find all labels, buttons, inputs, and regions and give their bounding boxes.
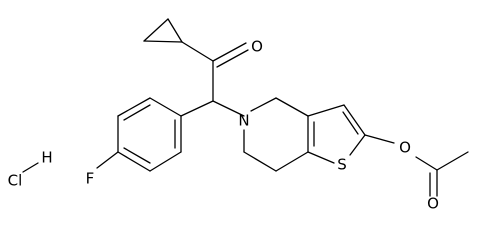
bond (181, 41, 214, 62)
bond (117, 151, 151, 172)
atom-sulfur: S (337, 156, 347, 174)
bond (243, 151, 277, 172)
bond (149, 97, 182, 117)
bond (212, 100, 245, 117)
bond (22, 162, 39, 173)
acetyl-double-bond (429, 169, 438, 197)
atom-chlorine: Cl (8, 172, 23, 190)
bond (342, 111, 359, 135)
atom-nitrogen: N (238, 112, 249, 130)
thiophene-ring (307, 104, 366, 164)
molecule-svg: O N S O O F Cl H (8, 18, 469, 213)
bond (250, 97, 277, 112)
cyclopropyl-ring (143, 18, 183, 43)
atom-hydrogen: H (41, 149, 52, 167)
tetrahydropyridine-ring (243, 97, 309, 172)
bond (149, 151, 182, 172)
bond (167, 18, 183, 43)
bond (143, 18, 169, 42)
bond (343, 104, 366, 136)
bond (117, 97, 151, 117)
bond (275, 97, 309, 117)
fluorophenyl-ring (117, 97, 182, 172)
bond (364, 134, 395, 144)
bond (212, 42, 247, 62)
carbonyl-double-bond (212, 42, 249, 68)
bond (123, 104, 151, 121)
bond (415, 156, 438, 171)
bond (180, 100, 214, 117)
structure-diagram: O N S O O F Cl H (8, 18, 469, 213)
bond (275, 151, 309, 172)
bond (436, 151, 469, 171)
atom-oxygen-carbonyl: O (251, 38, 263, 56)
bond (96, 151, 119, 169)
bond (143, 40, 183, 43)
atom-fluorine: F (86, 170, 95, 188)
bond (349, 134, 366, 156)
atom-oxygen-acetyl: O (427, 195, 439, 213)
bond (307, 151, 335, 164)
atom-oxygen-ester: O (399, 139, 411, 157)
bond (123, 147, 151, 164)
bond (307, 104, 345, 117)
bond (216, 49, 249, 68)
